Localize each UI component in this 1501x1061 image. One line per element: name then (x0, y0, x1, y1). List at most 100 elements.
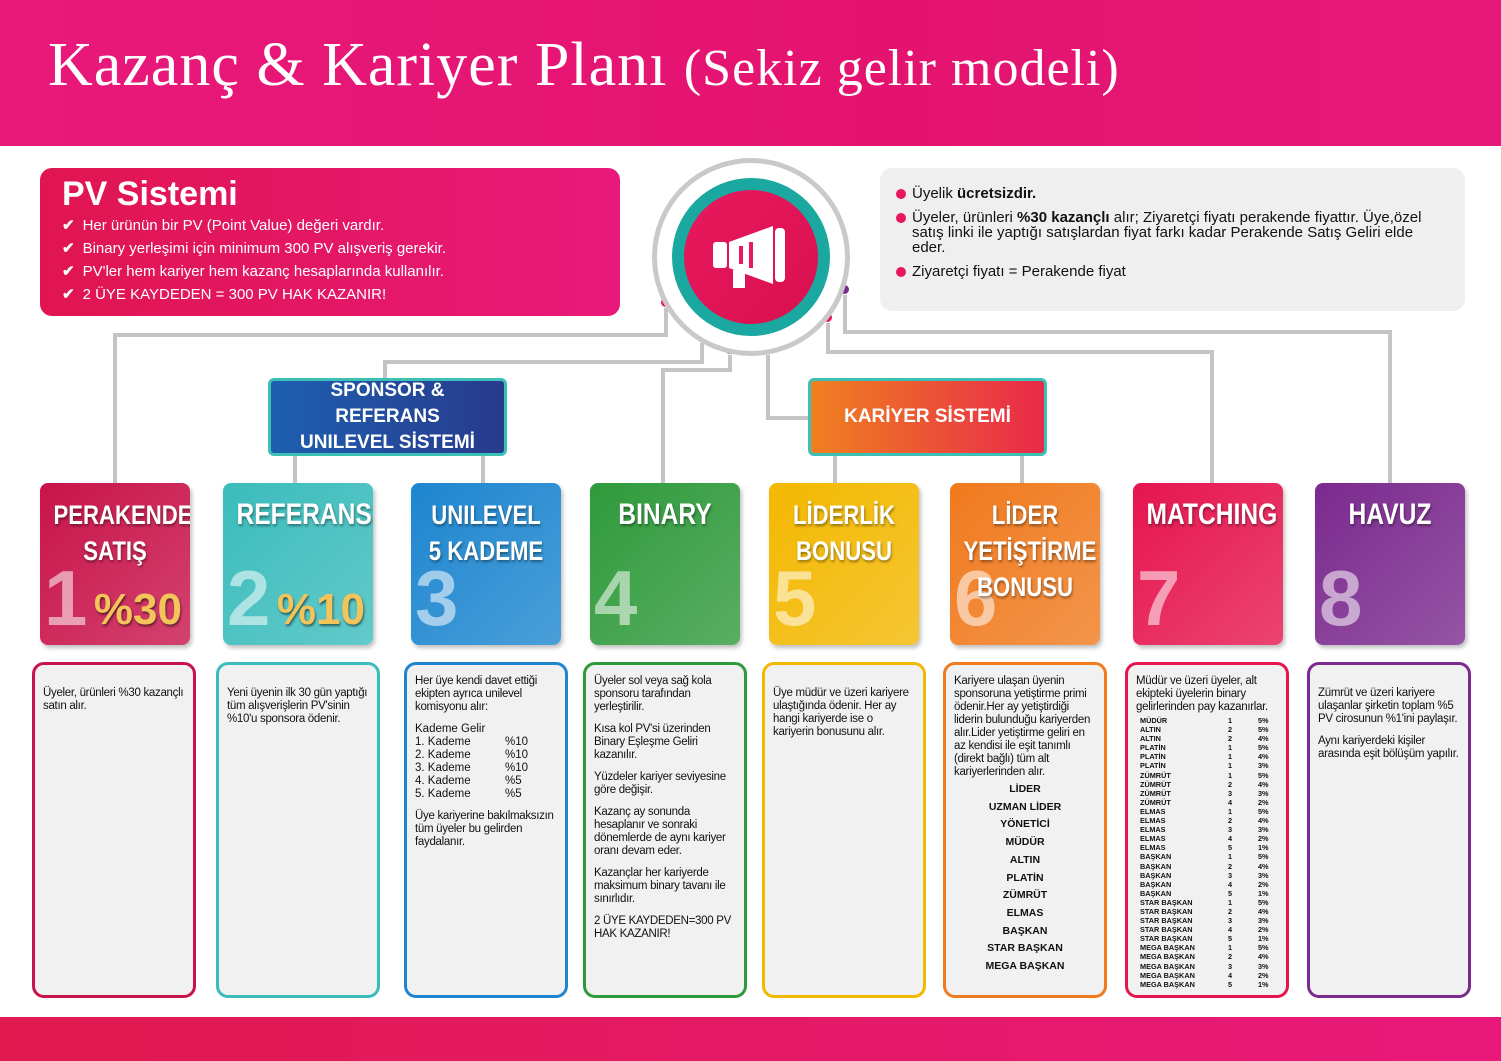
card-text: Kazançlar her kariyerde maksimum binary … (594, 867, 726, 905)
cell: MEGA BAŞKAN (1140, 952, 1195, 962)
cell: 4 (1228, 925, 1233, 935)
table-row: PLATİN 1 3% (1136, 761, 1278, 770)
cell: 3 (1228, 961, 1233, 971)
card-text: 2 ÜYE KAYDEDEN=300 PV HAK KAZANIR! (594, 915, 731, 940)
cell: BAŞKAN (1140, 852, 1172, 862)
career-system-group: KARİYER SİSTEMİ (808, 378, 1047, 456)
row-value: %10 (505, 736, 529, 748)
cell: 4% (1258, 734, 1269, 744)
card-text: Müdür ve üzeri üyeler, alt ekipteki üyel… (1136, 675, 1268, 713)
cell: 3% (1258, 761, 1269, 771)
cell: 1 (1228, 752, 1233, 762)
rank-item: BAŞKAN (1002, 924, 1048, 937)
cell: 4 (1228, 834, 1233, 844)
cell: MEGA BAŞKAN (1140, 943, 1195, 953)
table-row: 2. Kademe%10 (415, 749, 557, 762)
cell: 5% (1258, 716, 1269, 725)
row-label: 2. Kademe (415, 749, 471, 761)
tile-number: 4 (594, 554, 638, 642)
cell: MEGA BAŞKAN (1140, 979, 1195, 989)
tile-label: REFERANS (236, 498, 372, 531)
cell: STAR BAŞKAN (1140, 916, 1193, 926)
cell: 3% (1258, 870, 1269, 880)
tile-number: 3 (415, 554, 459, 642)
row-value: %5 (505, 788, 522, 800)
tile-label: LİDER YETİŞTİRME BONUSU (963, 500, 1097, 602)
cell: ELMAS (1140, 843, 1166, 853)
cell: ELMAS (1140, 816, 1166, 826)
card-6: Kariyere ulaşan üyenin sponsoruna yetişt… (943, 662, 1107, 998)
cell: STAR BAŞKAN (1140, 934, 1193, 944)
cell: 1% (1258, 934, 1269, 944)
cell: 1% (1258, 979, 1269, 989)
card-text: Aynı kariyerdeki kişiler arasında eşit b… (1318, 735, 1459, 760)
tile-label: MATCHING (1146, 498, 1278, 531)
cell: 3% (1258, 788, 1269, 798)
rank-item: ALTIN (1009, 853, 1041, 866)
cell: 3 (1228, 788, 1233, 798)
tile-number: 5 (773, 554, 817, 642)
title-sub: (Sekiz gelir modeli) (683, 40, 1120, 97)
cell: 1 (1228, 897, 1233, 907)
cell: 3 (1228, 916, 1233, 926)
cell: ALTIN (1140, 734, 1161, 744)
rank-item: LİDER (1009, 783, 1041, 795)
card-text: Kariyere ulaşan üyenin sponsoruna yetişt… (954, 675, 1091, 778)
cell: 1 (1228, 716, 1233, 725)
cell: 1 (1228, 761, 1233, 771)
cell: MÜDÜR (1140, 716, 1168, 725)
cell: 4% (1258, 816, 1269, 826)
cell: 4% (1258, 952, 1269, 962)
cell: 2% (1258, 797, 1269, 807)
card-4: Üyeler sol veya sağ kola sponsoru tarafı… (583, 662, 747, 998)
cell: 2 (1228, 734, 1233, 744)
cell: 2 (1228, 861, 1233, 871)
card-text: Üyeler sol veya sağ kola sponsoru tarafı… (594, 675, 712, 713)
header-banner (0, 0, 1501, 146)
cell: 4 (1228, 970, 1233, 980)
cell: ZÜMRÜT (1140, 770, 1171, 780)
cell: 1 (1228, 852, 1233, 862)
cell: 5% (1258, 897, 1269, 907)
cell: 2% (1258, 970, 1269, 980)
megaphone-icon (684, 190, 818, 324)
card-text: Kısa kol PV'si üzerinden Binary Eşleşme … (594, 723, 711, 761)
cell: 5 (1228, 888, 1233, 898)
cell: 1% (1258, 843, 1269, 853)
card-7: Müdür ve üzeri üyeler, alt ekipteki üyel… (1125, 662, 1289, 998)
cell: BAŞKAN (1140, 879, 1172, 889)
rank-item: UZMAN LİDER (988, 800, 1062, 813)
table-row: MÜDÜR 1 5% (1136, 716, 1278, 725)
card-text: Kazanç ay sonunda hesaplanır ve sonraki … (594, 806, 726, 857)
title-main: Kazanç & Kariyer Planı (48, 31, 668, 99)
pv-item: 2 ÜYE KAYDEDEN = 300 PV HAK KAZANIR! (62, 283, 598, 306)
cell: PLATİN (1140, 761, 1166, 771)
card-text: Zümrüt ve üzeri kariyere ulaşanlar şirke… (1318, 687, 1458, 725)
tile-percent: %30 (93, 585, 182, 634)
cell: 1 (1228, 943, 1233, 953)
cell: ZÜMRÜT (1140, 797, 1171, 807)
cell: 3 (1228, 870, 1233, 880)
table-header: Kademe Gelir (415, 723, 486, 735)
table-row: BAŞKAN 1 5% (1136, 852, 1278, 861)
cell: 1 (1228, 770, 1233, 780)
table-row: 3. Kademe%10 (415, 762, 557, 775)
cell: 5% (1258, 852, 1269, 862)
row-label: 4. Kademe (415, 775, 471, 787)
pv-item: PV'ler hem kariyer hem kazanç hesapların… (62, 260, 598, 283)
cell: MEGA BAŞKAN (1140, 970, 1195, 980)
card-text: Üye müdür ve üzeri kariyere ulaştığında … (773, 687, 909, 738)
